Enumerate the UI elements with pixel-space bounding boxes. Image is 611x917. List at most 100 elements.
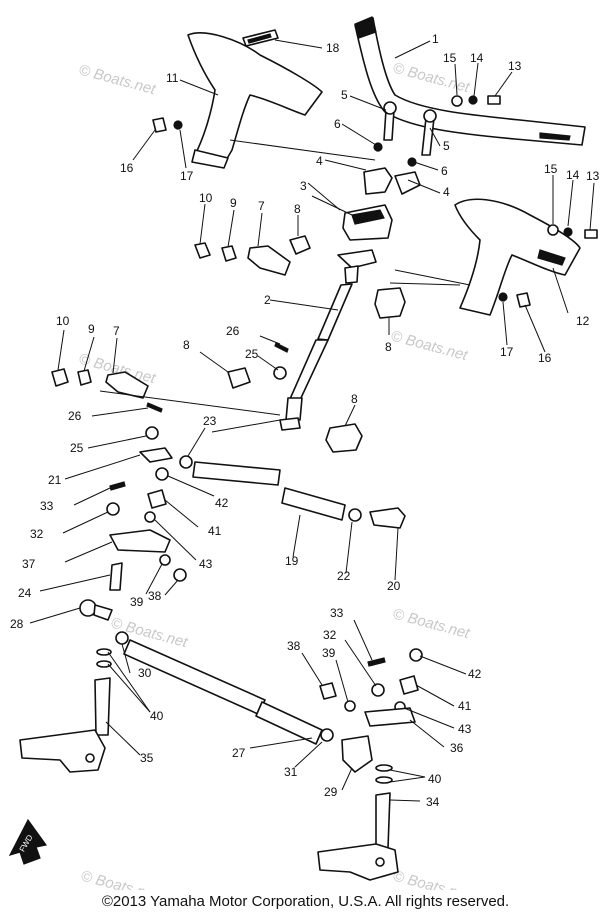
knuckle-arm[interactable] xyxy=(364,707,416,727)
bolt[interactable] xyxy=(194,242,211,259)
washer[interactable] xyxy=(375,764,393,772)
nut[interactable] xyxy=(371,683,385,697)
callout-7: 7 xyxy=(258,199,265,213)
nut[interactable] xyxy=(221,245,237,262)
steering-column[interactable] xyxy=(279,249,377,431)
nut[interactable] xyxy=(145,426,159,440)
tie-rod-end[interactable] xyxy=(341,735,373,773)
callout-6: 6 xyxy=(441,164,448,178)
washer[interactable] xyxy=(96,660,112,668)
steering-exploded-view: © Boats.net © Boats.net © Boats.net © Bo… xyxy=(8,16,600,890)
callout-40: 40 xyxy=(150,709,164,723)
knuckle-arm[interactable] xyxy=(109,529,171,553)
cotter-pin[interactable] xyxy=(274,342,289,353)
handlebar-holder-lower[interactable] xyxy=(342,204,393,241)
handlebar-bolt[interactable] xyxy=(383,101,397,141)
lock-nut[interactable] xyxy=(348,508,362,522)
callout-20: 20 xyxy=(387,579,401,593)
callout-17: 17 xyxy=(500,345,514,359)
tie-rod-end[interactable] xyxy=(147,489,167,509)
nut[interactable] xyxy=(173,120,183,130)
callout-17: 17 xyxy=(180,169,194,183)
washer[interactable] xyxy=(375,776,393,784)
clamp[interactable] xyxy=(289,235,311,255)
screw[interactable] xyxy=(516,292,531,308)
callout-4: 4 xyxy=(316,154,323,168)
cover-label[interactable] xyxy=(242,29,279,47)
steering-spindle-right[interactable] xyxy=(317,792,399,881)
tie-rod[interactable] xyxy=(192,461,346,521)
nut[interactable] xyxy=(273,366,287,380)
washer[interactable] xyxy=(344,700,356,712)
callout-5: 5 xyxy=(341,88,348,102)
callout-7: 7 xyxy=(113,324,120,338)
nut[interactable] xyxy=(409,648,423,662)
washer[interactable] xyxy=(407,157,417,167)
callout-16: 16 xyxy=(120,161,134,175)
nut[interactable] xyxy=(498,292,508,302)
pitman-arm[interactable] xyxy=(139,447,173,463)
nut[interactable] xyxy=(155,467,169,481)
callout-10: 10 xyxy=(199,191,213,205)
handlebar-cover-left[interactable] xyxy=(187,32,323,169)
steering-bushing[interactable] xyxy=(325,423,363,453)
ball-joint[interactable] xyxy=(79,599,113,621)
nut[interactable] xyxy=(77,369,92,386)
nut[interactable] xyxy=(468,95,478,105)
callout-3: 3 xyxy=(300,179,307,193)
copyright-notice: ©2013 Yamaha Motor Corporation, U.S.A. A… xyxy=(101,893,510,910)
cotter-pin[interactable] xyxy=(367,657,386,667)
screw[interactable] xyxy=(152,117,167,133)
callout-43: 43 xyxy=(199,557,213,571)
bolt[interactable] xyxy=(109,562,123,591)
callout-35: 35 xyxy=(140,751,154,765)
callout-38: 38 xyxy=(148,589,162,603)
cotter-pin[interactable] xyxy=(146,402,163,413)
washer[interactable] xyxy=(96,648,112,656)
bolt[interactable] xyxy=(319,682,337,700)
callout-9: 9 xyxy=(230,196,237,210)
lock-nut[interactable] xyxy=(320,728,334,742)
callout-16: 16 xyxy=(538,351,552,365)
washer[interactable] xyxy=(451,95,463,107)
callout-4: 4 xyxy=(443,185,450,199)
callout-9: 9 xyxy=(88,322,95,336)
nut[interactable] xyxy=(173,568,187,582)
screw[interactable] xyxy=(487,95,501,105)
steering-spindle-left[interactable] xyxy=(19,677,111,773)
nut[interactable] xyxy=(115,631,129,645)
callout-34: 34 xyxy=(426,795,440,809)
tie-rod-lower[interactable] xyxy=(123,639,323,745)
handlebar[interactable] xyxy=(354,16,586,146)
callout-27: 27 xyxy=(232,746,246,760)
callout-42: 42 xyxy=(468,667,482,681)
callout-32: 32 xyxy=(323,628,337,642)
callout-38: 38 xyxy=(287,639,301,653)
nut[interactable] xyxy=(106,502,120,516)
washer[interactable] xyxy=(159,554,171,566)
callout-25: 25 xyxy=(245,347,259,361)
callout-1: 1 xyxy=(432,32,439,46)
callout-8: 8 xyxy=(385,340,392,354)
callout-39: 39 xyxy=(322,646,336,660)
clamp[interactable] xyxy=(227,367,251,389)
screw[interactable] xyxy=(584,229,598,239)
handlebar-holder[interactable] xyxy=(363,167,421,195)
nut[interactable] xyxy=(563,227,573,237)
callout-32: 32 xyxy=(30,527,44,541)
steering-bushing[interactable] xyxy=(374,287,406,319)
watermark: © Boats.net xyxy=(391,59,472,96)
cotter-pin[interactable] xyxy=(109,481,126,491)
washer[interactable] xyxy=(547,224,559,236)
washer[interactable] xyxy=(144,511,156,523)
callout-13: 13 xyxy=(508,59,522,73)
tie-rod-end[interactable] xyxy=(399,675,419,695)
column-clamp[interactable] xyxy=(105,371,149,399)
nut[interactable] xyxy=(179,455,193,469)
column-clamp[interactable] xyxy=(247,245,291,276)
bolt[interactable] xyxy=(51,368,69,387)
handlebar-bolt[interactable] xyxy=(421,109,437,156)
tie-rod-end[interactable] xyxy=(369,507,406,529)
callout-41: 41 xyxy=(458,699,472,713)
